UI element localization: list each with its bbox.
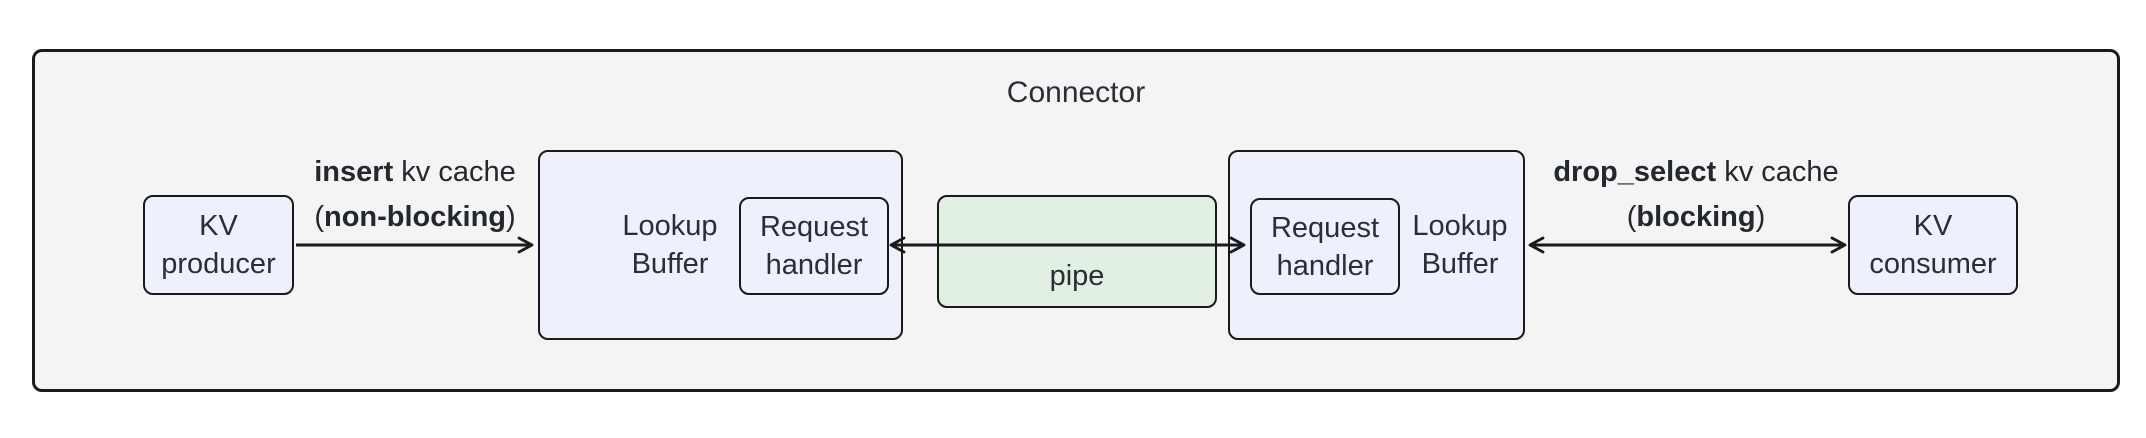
- connector-title: Connector: [1006, 76, 1146, 109]
- lookup-buffer-right-node: Request handler Lookup Buffer: [1228, 150, 1525, 340]
- kv-consumer-label: KV consumer: [1869, 210, 1997, 280]
- pipe-label: pipe: [1049, 260, 1105, 292]
- lookup-buffer-right-label: Lookup Buffer: [1412, 210, 1508, 280]
- request-handler-left-node: Request handler: [739, 197, 889, 295]
- kv-consumer-node: KV consumer: [1848, 195, 2018, 295]
- kv-producer-node: KV producer: [143, 195, 294, 295]
- request-handler-right-label: Request handler: [1270, 211, 1379, 282]
- lookup-buffer-left-node: Lookup Buffer Request handler: [538, 150, 903, 340]
- drop-select-edge-label-line1: drop_select kv cache: [1553, 156, 1839, 188]
- kv-producer-label: KV producer: [161, 210, 276, 280]
- request-handler-left-label: Request handler: [759, 211, 868, 281]
- drop-select-edge-label-line2: (blocking): [1626, 201, 1766, 233]
- insert-edge-label-line2: (non-blocking): [314, 201, 516, 233]
- insert-edge-label: insert kv cache (non-blocking): [250, 150, 580, 240]
- pipe-node: pipe: [937, 195, 1217, 308]
- drop-select-edge-label: drop_select kv cache (blocking): [1531, 150, 1861, 240]
- request-handler-right-node: Request handler: [1250, 198, 1400, 295]
- insert-edge-label-line1: insert kv cache: [314, 156, 516, 188]
- lookup-buffer-left-label: Lookup Buffer: [622, 210, 718, 280]
